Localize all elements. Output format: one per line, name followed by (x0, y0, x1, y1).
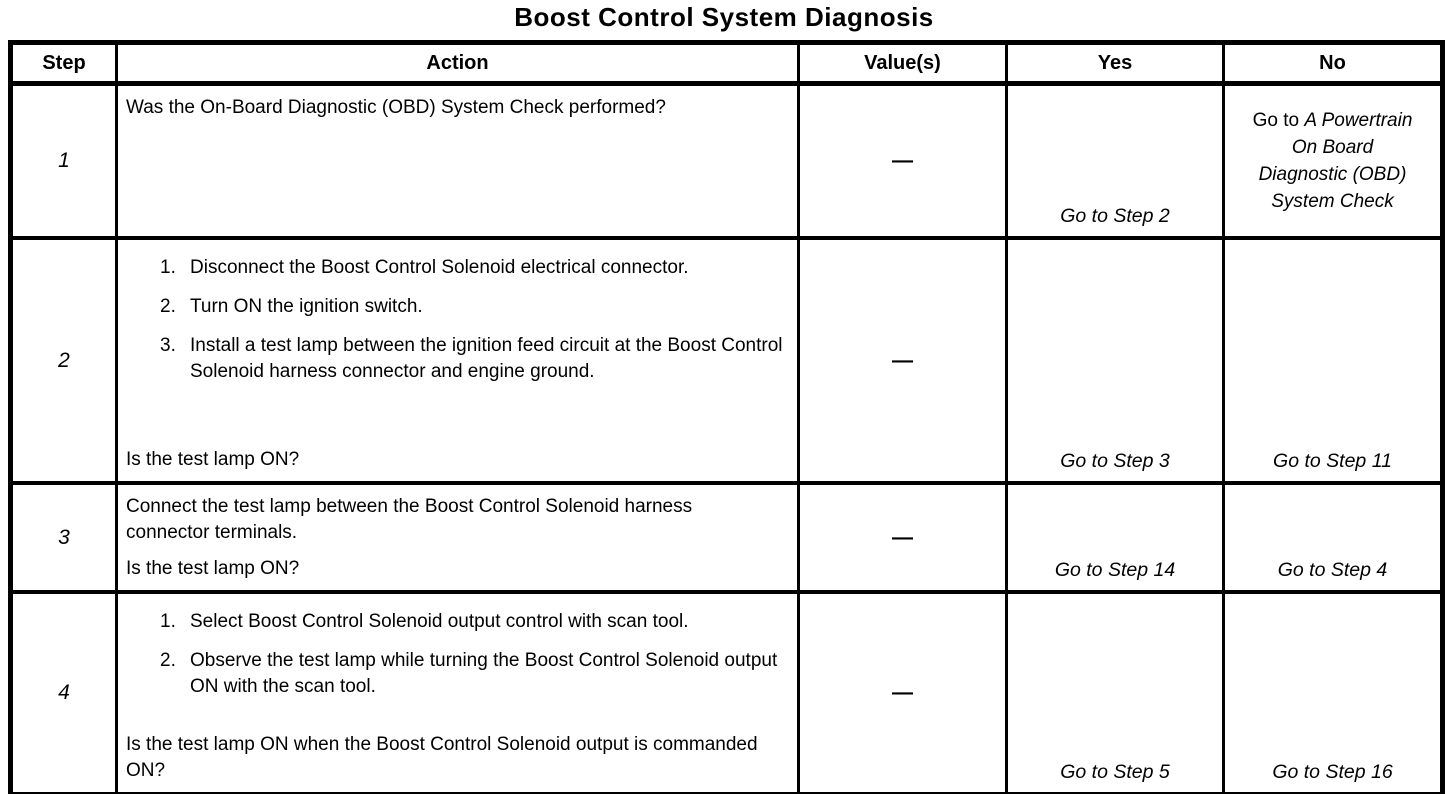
step-number: 1 (9, 81, 118, 240)
goto-no-text: Go to A Powertrain On Board Diagnostic (… (1248, 107, 1418, 215)
header-cell-no: No (1222, 41, 1444, 86)
no-cell: Go to A Powertrain On Board Diagnostic (… (1222, 81, 1444, 240)
step-number: 3 (9, 481, 118, 594)
action-question: Is the test lamp ON when the Boost Contr… (126, 734, 758, 781)
no-cell: Go to Step 4 (1222, 481, 1444, 594)
list-item-text: Observe the test lamp while turning the … (190, 650, 778, 697)
list-item-text: Install a test lamp between the ignition… (190, 335, 783, 382)
step-number: 2 (9, 236, 118, 485)
diagnosis-table: Step Action Value(s) Yes No 1 Was the On… (8, 40, 1445, 794)
header-cell-yes: Yes (1005, 41, 1225, 86)
action-question: Is the test lamp ON? (126, 558, 300, 579)
value-cell: — (797, 81, 1008, 240)
no-cell: Go to Step 11 (1222, 236, 1444, 485)
action-list-item: 1. Disconnect the Boost Control Solenoid… (160, 255, 789, 281)
yes-cell: Go to Step 5 (1005, 590, 1225, 794)
action-cell: Connect the test lamp between the Boost … (115, 481, 800, 594)
goto-no-text: Go to Step 11 (1273, 450, 1392, 472)
step-number: 4 (9, 590, 118, 794)
action-question: Is the test lamp ON? (126, 449, 300, 470)
action-list-item: 2. Turn ON the ignition switch. (160, 294, 789, 320)
action-text: Was the On-Board Diagnostic (OBD) System… (126, 97, 666, 118)
action-list: 1. Select Boost Control Solenoid output … (160, 609, 789, 700)
yes-cell: Go to Step 14 (1005, 481, 1225, 594)
no-cell: Go to Step 16 (1222, 590, 1444, 794)
table-header-row: Step Action Value(s) Yes No (9, 41, 1444, 86)
list-item-number: 3. (160, 335, 176, 356)
value-cell: — (797, 481, 1008, 594)
table-row-step-3: 3 Connect the test lamp between the Boos… (9, 481, 1444, 594)
action-cell: 1. Select Boost Control Solenoid output … (115, 590, 800, 794)
yes-cell: Go to Step 3 (1005, 236, 1225, 485)
action-list-item: 1. Select Boost Control Solenoid output … (160, 609, 789, 635)
goto-no-text: Go to Step 4 (1277, 559, 1388, 581)
list-item-number: 2. (160, 650, 176, 671)
goto-yes-text: Go to Step 5 (1060, 761, 1170, 783)
header-cell-values: Value(s) (797, 41, 1008, 86)
action-cell: 1. Disconnect the Boost Control Solenoid… (115, 236, 800, 485)
action-cell: Was the On-Board Diagnostic (OBD) System… (115, 81, 800, 240)
table-row-step-1: 1 Was the On-Board Diagnostic (OBD) Syst… (9, 81, 1444, 240)
action-list-item: 3. Install a test lamp between the ignit… (160, 333, 789, 385)
list-item-number: 1. (160, 611, 176, 632)
yes-cell: Go to Step 2 (1005, 81, 1225, 240)
list-item-text: Select Boost Control Solenoid output con… (190, 611, 689, 632)
action-text: Connect the test lamp between the Boost … (126, 496, 693, 543)
value-cell: — (797, 590, 1008, 794)
goto-yes-text: Go to Step 3 (1060, 450, 1170, 472)
table-row-step-2: 2 1. Disconnect the Boost Control Soleno… (9, 236, 1444, 485)
goto-no-text: Go to Step 16 (1272, 761, 1393, 783)
goto-no-prefix: Go to (1252, 110, 1305, 131)
goto-yes-text: Go to Step 14 (1054, 559, 1176, 581)
page-title: Boost Control System Diagnosis (514, 2, 934, 32)
list-item-text: Turn ON the ignition switch. (190, 296, 423, 317)
action-list-item: 2. Observe the test lamp while turning t… (160, 648, 789, 700)
header-cell-action: Action (115, 41, 800, 86)
list-item-text: Disconnect the Boost Control Solenoid el… (190, 257, 689, 278)
header-cell-step: Step (9, 41, 118, 86)
goto-yes-text: Go to Step 2 (1060, 205, 1170, 227)
list-item-number: 2. (160, 296, 176, 317)
table-row-step-4: 4 1. Select Boost Control Solenoid outpu… (9, 590, 1444, 794)
goto-no-destination: A Powertrain On Board Diagnostic (OBD) S… (1258, 110, 1413, 212)
list-item-number: 1. (160, 257, 176, 278)
action-list: 1. Disconnect the Boost Control Solenoid… (160, 255, 789, 385)
value-cell: — (797, 236, 1008, 485)
